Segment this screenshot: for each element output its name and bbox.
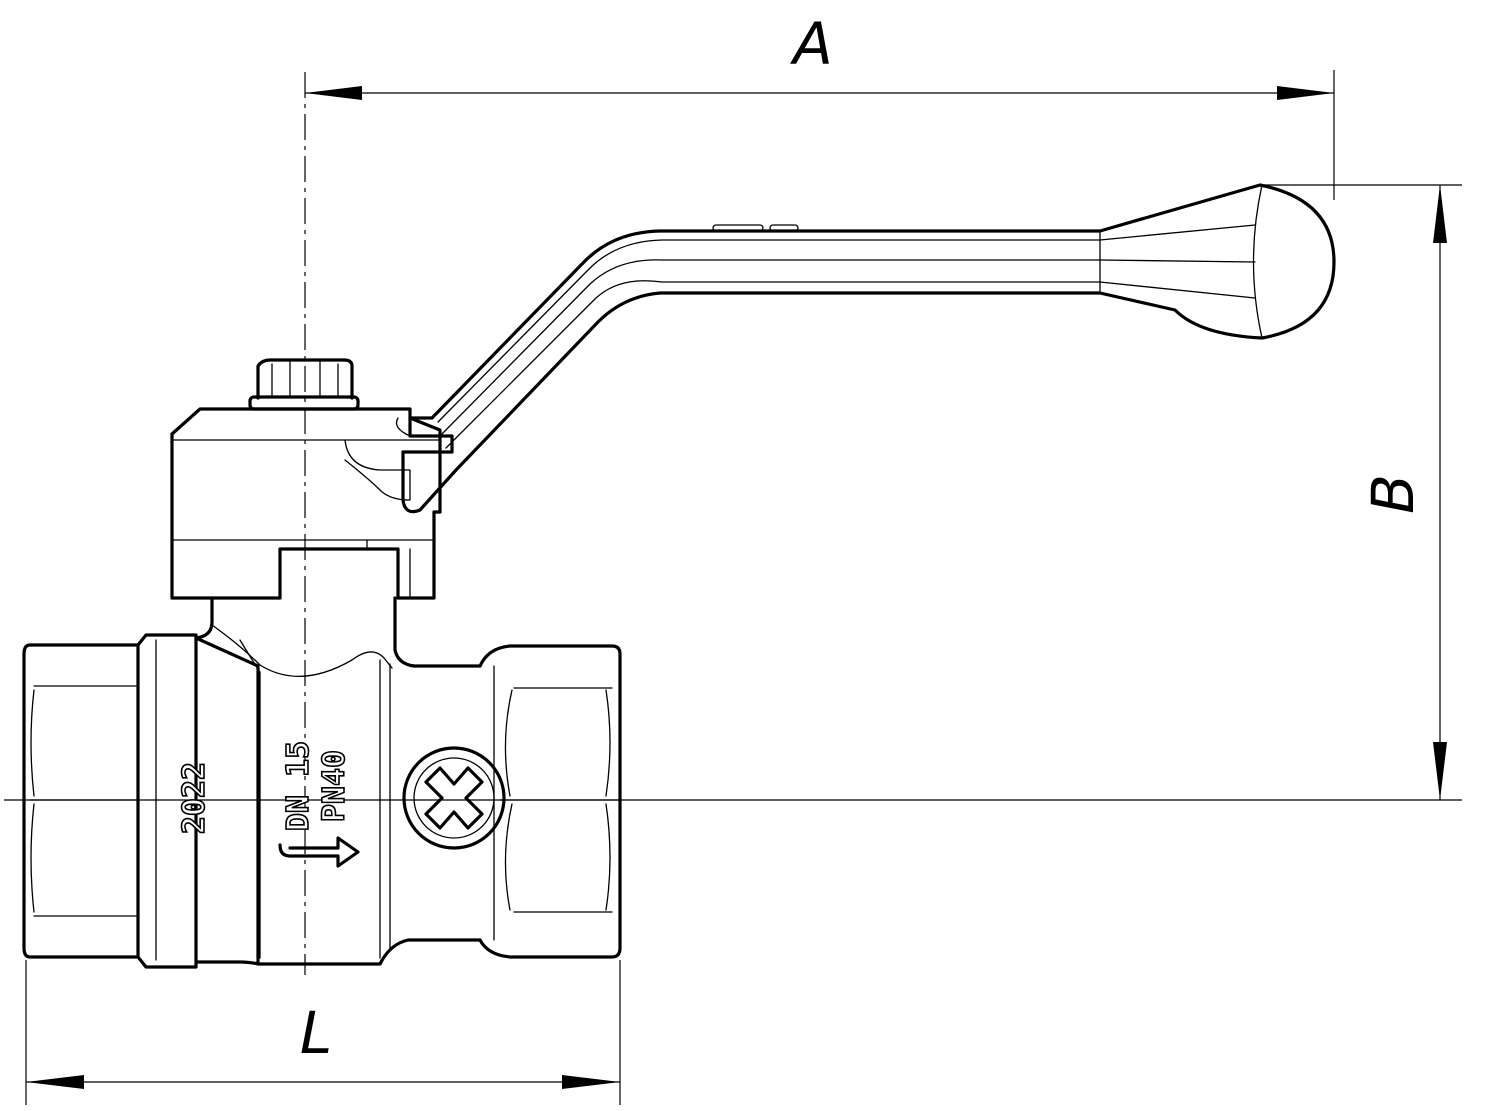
lever-handle xyxy=(395,183,1336,514)
bonnet-stop-lines xyxy=(279,539,435,599)
lever-contour-bottom xyxy=(445,280,1101,449)
bonnet-lever-seat xyxy=(344,439,411,501)
middle-body-bottom xyxy=(256,938,482,966)
dn-marking: DN 15 xyxy=(281,741,316,831)
lever-slot-1 xyxy=(712,224,764,232)
flow-direction-arrow-icon xyxy=(278,836,360,868)
right-hex-curves xyxy=(504,689,611,911)
cross-screw-icon xyxy=(402,746,506,850)
dim-b-label: B xyxy=(1359,474,1427,514)
dim-l-arrow-left xyxy=(26,1075,84,1089)
bonnet-outline xyxy=(170,407,442,600)
stem-nut-flats xyxy=(271,361,339,397)
valve-neck xyxy=(194,596,416,678)
valve-body: 2022 DN 15 PN40 xyxy=(22,633,622,969)
dim-a-label: A xyxy=(789,10,833,78)
stem-nut xyxy=(248,358,360,411)
center-lines xyxy=(4,72,1462,975)
dim-a-arrow-right xyxy=(1277,86,1334,100)
lever-outline xyxy=(401,183,1336,514)
bonnet xyxy=(170,407,442,600)
middle-body-crease xyxy=(239,639,261,959)
middle-body-lines xyxy=(379,659,391,959)
pn-marking: PN40 xyxy=(317,750,352,822)
dimension-b: B xyxy=(1260,184,1462,800)
neck-fillet xyxy=(211,624,393,678)
dim-b-arrow-bottom xyxy=(1433,742,1447,800)
dim-a-arrow-left xyxy=(305,86,362,100)
dimension-a: A xyxy=(305,10,1335,200)
dim-l-arrow-right xyxy=(562,1075,620,1089)
stem-nut-washer xyxy=(248,395,360,411)
neck-right xyxy=(393,596,416,668)
lever-contour-mid xyxy=(439,259,1101,437)
dim-b-arrow-top xyxy=(1433,185,1447,243)
left-hex-curves xyxy=(30,689,35,913)
dim-l-label: L xyxy=(300,999,332,1067)
grip-facets xyxy=(1099,224,1256,299)
right-hex-end xyxy=(478,644,622,959)
dimension-l: L xyxy=(25,960,621,1105)
stem-nut-outline xyxy=(256,358,354,400)
left-collar xyxy=(136,633,198,969)
lever-slot-2 xyxy=(769,224,799,232)
left-hex-flats xyxy=(29,685,139,917)
right-hex-flats xyxy=(493,665,621,941)
lever-contour-top xyxy=(437,239,1101,423)
neck-left xyxy=(194,596,214,640)
year-marking: 2022 xyxy=(177,762,212,834)
grip-knob-seam xyxy=(1252,184,1263,339)
left-hex-end xyxy=(22,643,140,959)
lever-tip-curve xyxy=(395,417,411,437)
